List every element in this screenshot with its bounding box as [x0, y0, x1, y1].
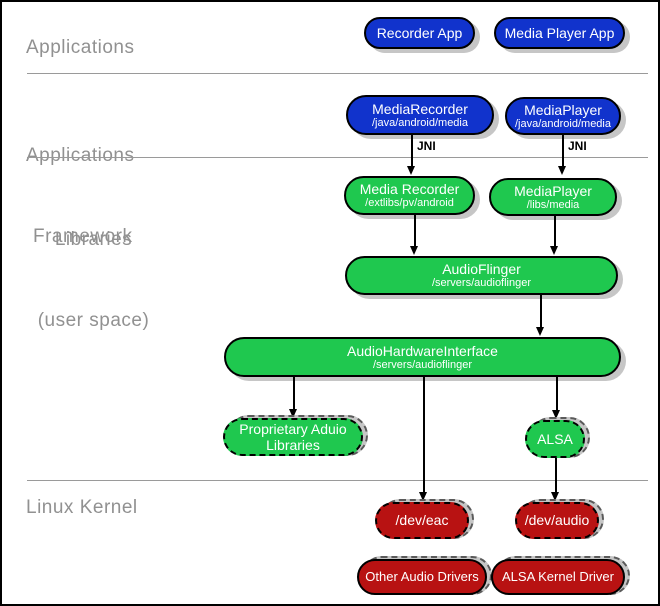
connector	[293, 377, 295, 410]
node-title: AudioFlinger	[442, 261, 521, 278]
node-media-player-app: Media Player App	[494, 17, 625, 49]
node-mediarecorder-framework: MediaRecorder /java/android/media	[346, 95, 494, 135]
connector	[556, 377, 558, 411]
node-title: Media Recorder	[359, 181, 460, 198]
arrowhead	[536, 327, 544, 336]
node-title: AudioHardwareInterface	[347, 342, 498, 359]
layer-label-applications-framework: Applications Framework	[26, 88, 134, 304]
node-path: /servers/audioflinger	[372, 358, 473, 371]
layer-label-line: Framework	[33, 226, 133, 247]
layer-label-line: (user space)	[37, 310, 150, 331]
node-path: /libs/media	[526, 198, 580, 211]
layer-label-libraries: Libraries (user space)	[26, 172, 161, 388]
divider-libraries-kernel	[27, 480, 648, 481]
arrowhead	[550, 246, 558, 255]
arrowhead	[410, 246, 418, 255]
arrowhead	[407, 166, 415, 175]
layer-label-applications: Applications	[26, 37, 135, 58]
connector	[555, 458, 557, 493]
node-proprietary-audio-libraries: Proprietary Aduio Libraries	[223, 418, 363, 456]
node-path: /java/android/media	[514, 117, 611, 130]
node-title: Other Audio Drivers	[365, 568, 479, 584]
node-path: /java/android/media	[371, 116, 468, 129]
node-dev-audio: /dev/audio	[515, 502, 599, 539]
divider-framework-libraries	[27, 157, 648, 158]
layer-label-line: Libraries	[54, 229, 133, 250]
node-title: ALSA Kernel Driver	[502, 568, 614, 584]
layer-label-linux-kernel: Linux Kernel	[26, 497, 138, 518]
node-title: /dev/audio	[524, 512, 590, 529]
node-audiohardwareinterface: AudioHardwareInterface /servers/audiofli…	[224, 337, 621, 377]
connector	[540, 295, 542, 328]
jni-label-left: JNI	[417, 139, 436, 153]
node-title: ALSA	[537, 430, 573, 447]
node-recorder-app: Recorder App	[364, 17, 475, 49]
connector	[423, 377, 425, 493]
node-mediaplayer-framework: MediaPlayer /java/android/media	[505, 97, 621, 135]
node-mediaplayer-lib: MediaPlayer /libs/media	[489, 178, 617, 216]
node-title: MediaPlayer	[514, 182, 592, 199]
connector	[554, 216, 556, 247]
node-alsa-kernel-driver: ALSA Kernel Driver	[491, 559, 625, 595]
node-title: MediaRecorder	[372, 100, 468, 117]
arrowhead	[558, 166, 566, 175]
connector-jni-left	[411, 135, 413, 167]
node-path: /servers/audioflinger	[431, 277, 532, 290]
arrowhead	[552, 410, 560, 419]
node-dev-eac: /dev/eac	[375, 502, 469, 539]
connector	[414, 215, 416, 247]
node-media-recorder-lib: Media Recorder /extlibs/pv/android	[344, 176, 475, 215]
node-title: /dev/eac	[395, 512, 449, 529]
arrowhead	[551, 492, 559, 501]
arrowhead	[289, 409, 297, 418]
node-audioflinger: AudioFlinger /servers/audioflinger	[345, 256, 618, 295]
divider-applications-framework	[27, 73, 648, 74]
node-other-audio-drivers: Other Audio Drivers	[357, 559, 487, 595]
jni-label-right: JNI	[568, 139, 587, 153]
node-title: MediaPlayer	[524, 101, 602, 118]
connector-jni-right	[562, 135, 564, 167]
node-alsa: ALSA	[525, 420, 585, 458]
node-title: Media Player App	[504, 24, 615, 41]
arrowhead	[419, 492, 427, 501]
node-path: /extlibs/pv/android	[365, 197, 454, 210]
node-title: Recorder App	[376, 24, 463, 41]
node-title: Proprietary Aduio Libraries	[239, 420, 347, 453]
layer-label-line: Applications	[26, 145, 135, 166]
